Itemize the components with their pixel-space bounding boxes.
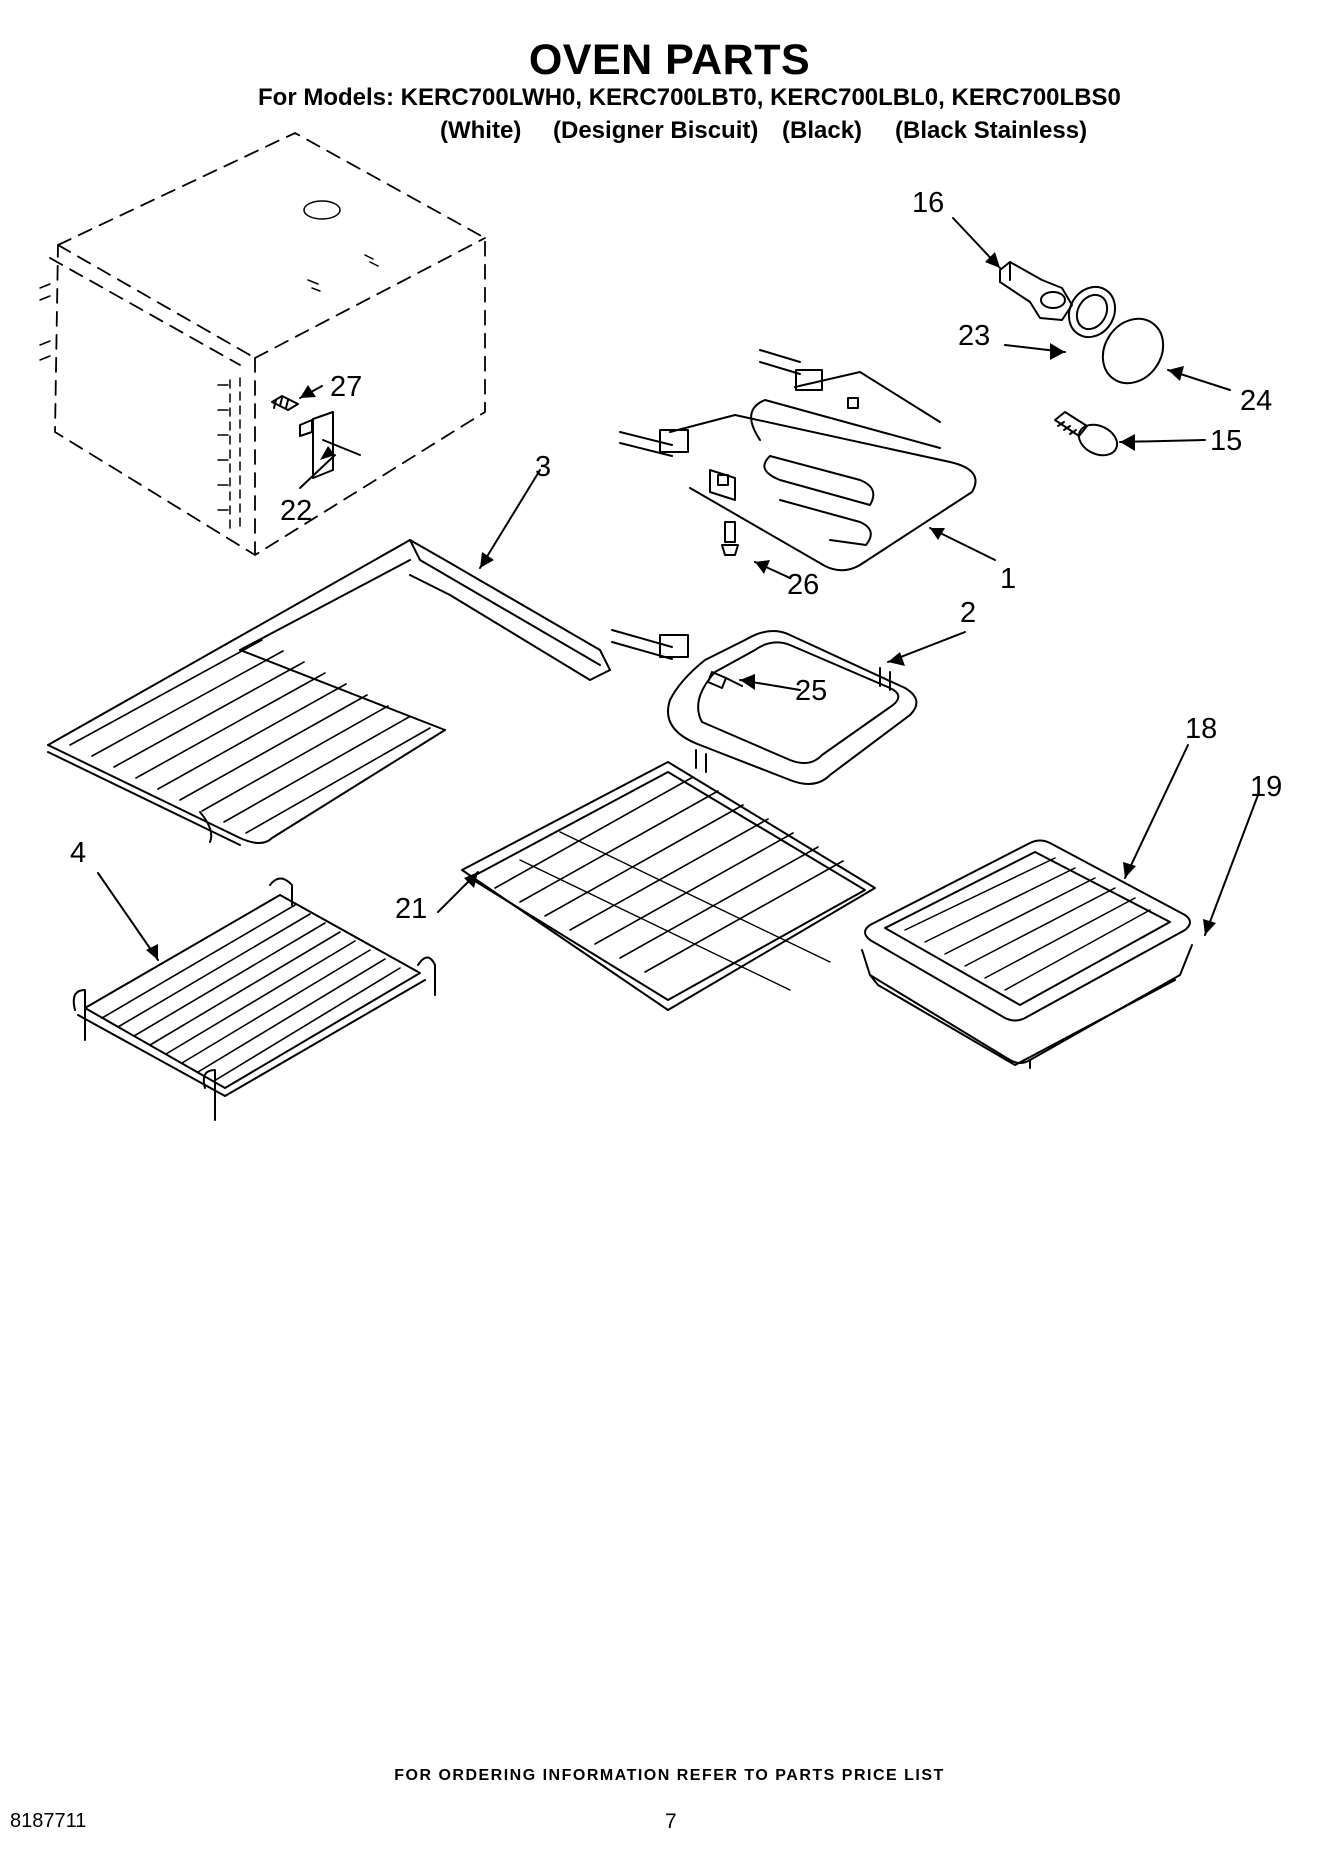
callout-18: 18 <box>1185 713 1217 745</box>
callout-21: 21 <box>395 893 427 925</box>
oven-cavity-details <box>39 200 379 533</box>
broiler-pan-19 <box>861 944 1193 1069</box>
oven-cavity-outline <box>49 132 486 556</box>
page-number: 7 <box>665 1810 677 1833</box>
screw-25 <box>707 671 743 689</box>
screw-27 <box>271 395 299 411</box>
screw-26 <box>721 521 739 556</box>
variant-white: (White) <box>440 117 522 144</box>
leader-lines <box>97 217 1259 961</box>
callout-19: 19 <box>1250 771 1282 803</box>
callout-24: 24 <box>1240 385 1272 417</box>
oven-rack-21 <box>461 761 876 1011</box>
callout-27: 27 <box>330 371 362 403</box>
variant-black-stainless: (Black Stainless) <box>895 117 1088 144</box>
models-line: For Models: KERC700LWH0, KERC700LBT0, KE… <box>258 84 1121 111</box>
arrowheads <box>146 252 1216 960</box>
variant-black: (Black) <box>782 117 863 144</box>
light-lens-24 <box>1101 317 1165 385</box>
document-number: 8187711 <box>10 1810 87 1832</box>
light-housing-16 <box>999 261 1073 321</box>
roller-rack-4 <box>72 877 436 1121</box>
gasket-23 <box>1067 285 1117 339</box>
callout-25: 25 <box>795 675 827 707</box>
callout-16: 16 <box>912 187 944 219</box>
bake-element-2 <box>611 629 918 785</box>
ordering-note: FOR ORDERING INFORMATION REFER TO PARTS … <box>394 1767 945 1784</box>
callout-1: 1 <box>1000 563 1016 595</box>
variant-designer-biscuit: (Designer Biscuit) <box>553 117 759 144</box>
callout-15: 15 <box>1210 425 1242 457</box>
broil-element-1 <box>619 349 977 572</box>
flat-rack-3 <box>47 539 611 846</box>
callout-3: 3 <box>535 451 551 483</box>
callout-4: 4 <box>70 837 86 869</box>
callout-2: 2 <box>960 597 976 629</box>
callout-26: 26 <box>787 569 819 601</box>
callout-22: 22 <box>280 495 312 527</box>
broiler-grid-18 <box>864 839 1191 1022</box>
sensor-bracket-22 <box>299 411 361 479</box>
light-bulb-15 <box>1054 411 1119 457</box>
page-title: OVEN PARTS <box>528 36 811 84</box>
callout-23: 23 <box>958 320 990 352</box>
